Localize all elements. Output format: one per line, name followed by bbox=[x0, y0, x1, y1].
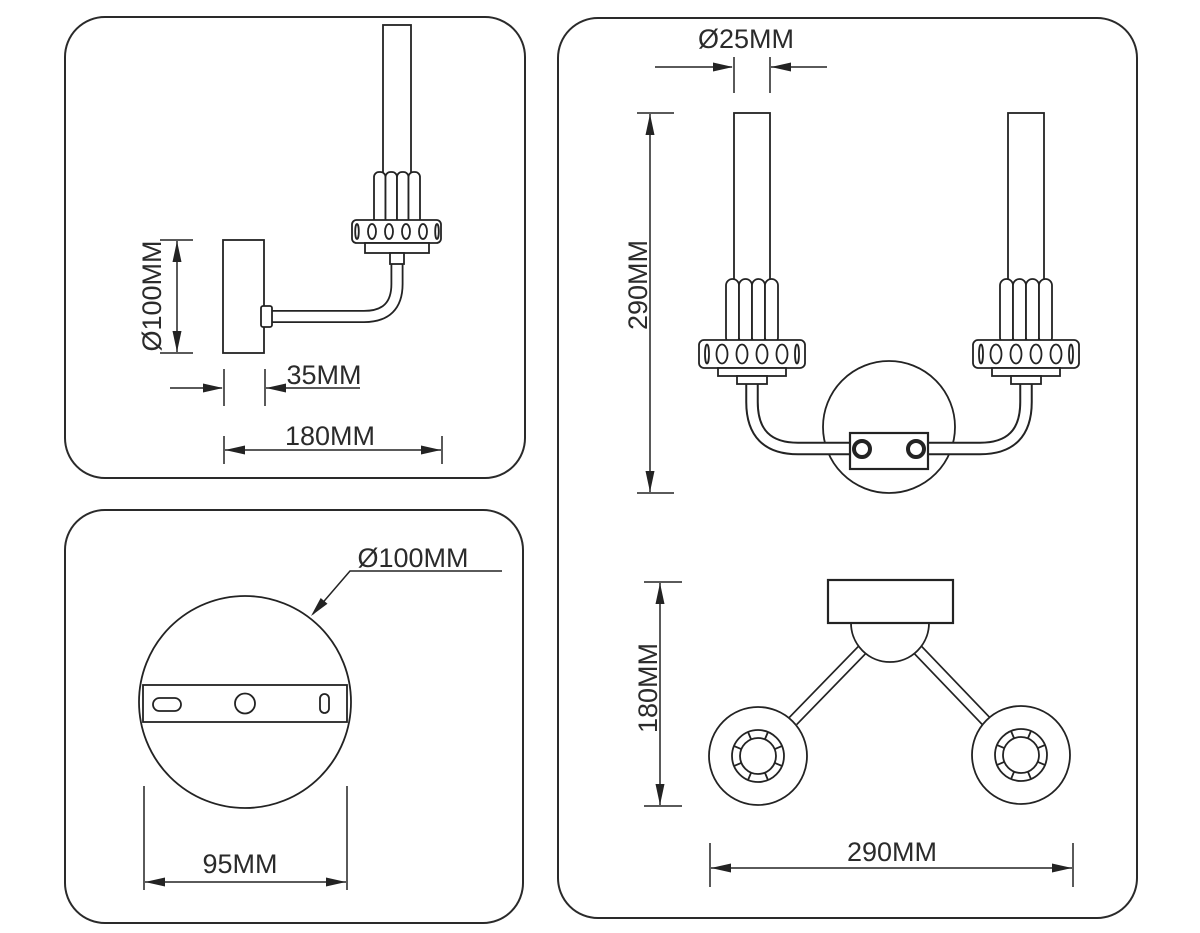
dim-back-diameter: Ø100MM bbox=[311, 543, 502, 616]
panel-side-view: Ø100MM 35MM 180MM bbox=[64, 16, 526, 479]
mounting-slot-left bbox=[152, 697, 182, 712]
dim-label-side-depth: 35MM bbox=[286, 360, 361, 390]
dim-label-front-diameter: Ø25MM bbox=[698, 24, 794, 54]
collar-step bbox=[364, 242, 430, 254]
arm-end-cap-right bbox=[906, 439, 926, 459]
fluted-section bbox=[999, 278, 1053, 345]
panel-border bbox=[64, 16, 526, 479]
candle-right bbox=[972, 112, 1080, 385]
dim-side-backplate-diameter: Ø100MM bbox=[137, 239, 193, 354]
arm-connector bbox=[736, 375, 768, 385]
backplate-circle bbox=[822, 360, 956, 494]
arm-right bbox=[913, 645, 991, 726]
candle-tube bbox=[733, 112, 771, 286]
collar-step bbox=[991, 367, 1061, 377]
arm-wall-cap bbox=[260, 305, 273, 328]
dim-label-back-width: 95MM bbox=[202, 849, 277, 879]
dim-label-side-diameter: Ø100MM bbox=[137, 240, 167, 351]
center-dome bbox=[850, 622, 930, 663]
dim-front-height: 290MM bbox=[623, 112, 674, 494]
arm-connector bbox=[389, 252, 405, 265]
mounting-slot-right bbox=[319, 693, 330, 714]
arm-end-cap-left bbox=[852, 439, 872, 459]
holder-inner bbox=[1002, 736, 1040, 774]
collar-step bbox=[717, 367, 787, 377]
mounting-bar bbox=[142, 684, 348, 723]
dim-label-side-projection: 180MM bbox=[285, 421, 375, 451]
dim-side-depth: 35MM bbox=[170, 360, 362, 406]
dim-label-front-height: 290MM bbox=[623, 240, 653, 330]
candle-holder-right bbox=[971, 705, 1071, 805]
center-hole bbox=[234, 692, 256, 715]
candle-left bbox=[698, 112, 806, 385]
arm-left bbox=[788, 645, 867, 726]
fluted-section bbox=[725, 278, 779, 345]
collar-ring bbox=[351, 219, 442, 244]
collar-ring bbox=[972, 339, 1080, 369]
panel-backplate-view: Ø100MM 95MM bbox=[64, 509, 524, 924]
holder-inner bbox=[739, 737, 777, 775]
backplate-drawing bbox=[138, 595, 352, 809]
dim-front-candle-diameter: Ø25MM bbox=[655, 24, 827, 93]
wall-plate bbox=[222, 239, 265, 354]
candle-tube bbox=[382, 24, 412, 176]
holder-ring-segments bbox=[997, 731, 1045, 779]
sconce-arm-right bbox=[914, 378, 1033, 456]
fluted-section bbox=[373, 171, 421, 225]
dim-top-projection: 180MM bbox=[633, 581, 682, 807]
sconce-arm-left bbox=[745, 378, 864, 456]
dim-top-width: 290MM bbox=[709, 837, 1074, 887]
canopy-plate bbox=[826, 578, 955, 625]
side-view-drawing bbox=[222, 24, 442, 354]
panel-front-top-views: Ø25MM 290MM bbox=[557, 17, 1138, 919]
dim-side-projection: 180MM bbox=[223, 421, 443, 464]
front-view-drawing bbox=[698, 112, 1080, 494]
arm-connector bbox=[1010, 375, 1042, 385]
dim-label-back-diameter: Ø100MM bbox=[357, 543, 468, 573]
collar-ring bbox=[698, 339, 806, 369]
dim-back-width: 95MM bbox=[143, 786, 348, 890]
dim-label-top-projection: 180MM bbox=[633, 643, 663, 733]
candle-tube bbox=[1007, 112, 1045, 286]
top-view-drawing bbox=[708, 578, 1071, 806]
dim-label-top-width: 290MM bbox=[847, 837, 937, 867]
candle-holder-left bbox=[708, 706, 808, 806]
holder-ring-segments bbox=[734, 732, 782, 780]
sconce-arm bbox=[266, 256, 404, 323]
